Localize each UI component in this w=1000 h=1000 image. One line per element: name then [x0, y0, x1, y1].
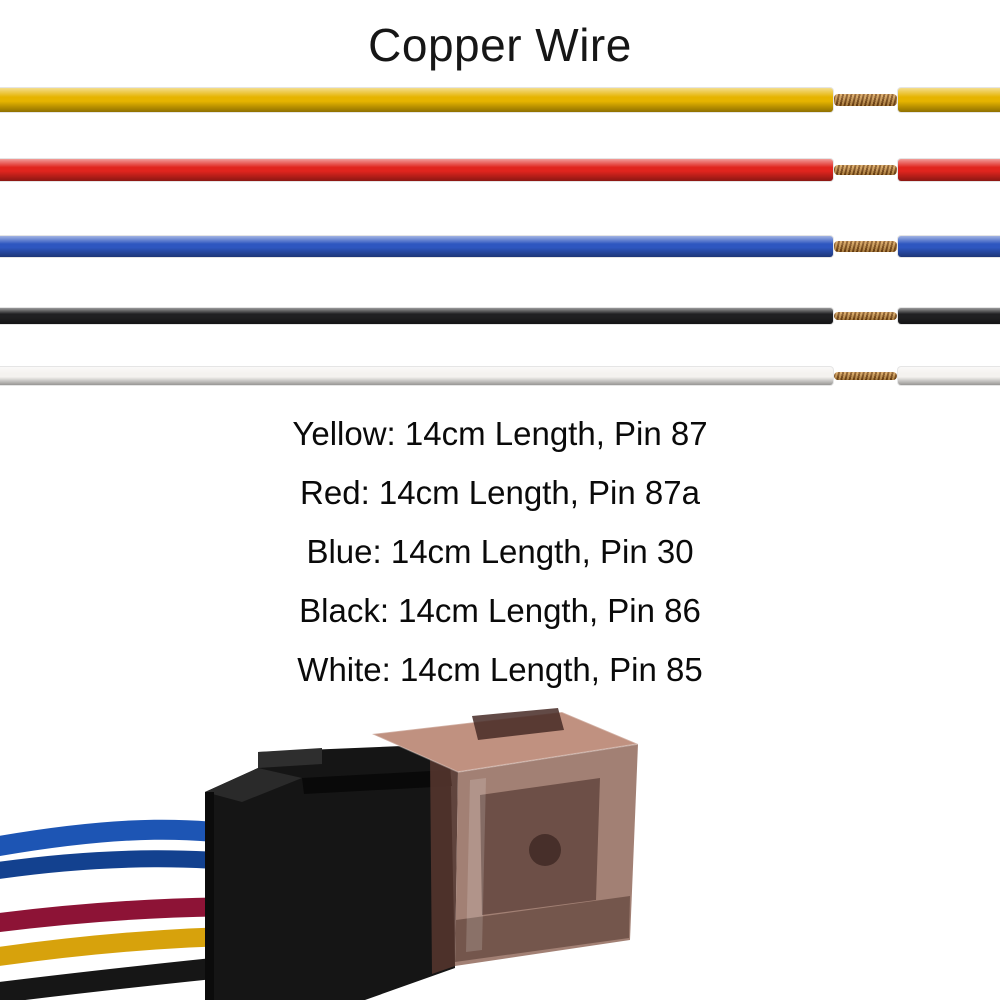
socket-slot [302, 770, 452, 794]
cover-top-tab [472, 708, 564, 740]
spec-black: Black: 14cm Length, Pin 86 [299, 592, 701, 629]
wire-yellow [0, 88, 1000, 112]
wire-spec-list: Yellow: 14cm Length, Pin 87 Red: 14cm Le… [0, 404, 1000, 699]
copper-core [834, 94, 897, 106]
socket-body [205, 744, 455, 1000]
relay-socket-photo [0, 708, 640, 1000]
insulation-right [898, 236, 1000, 257]
wire-white [0, 367, 1000, 385]
socket-left-edge [205, 792, 214, 1000]
spec-white: White: 14cm Length, Pin 85 [297, 651, 703, 688]
image-title: Copper Wire [368, 19, 632, 71]
spec-red: Red: 14cm Length, Pin 87a [300, 474, 700, 511]
insulation-right [898, 308, 1000, 324]
insulation-right [898, 367, 1000, 385]
cover-bottom-band [455, 896, 630, 962]
insulation-right [898, 88, 1000, 112]
cover-inner-mark [529, 834, 561, 866]
wire-blue [0, 236, 1000, 257]
relay-cover [369, 708, 640, 974]
copper-core [834, 164, 897, 176]
insulation-left [0, 159, 833, 181]
insulation-left [0, 236, 833, 257]
spec-blue: Blue: 14cm Length, Pin 30 [306, 533, 694, 570]
copper-core [834, 312, 897, 320]
insulation-right [898, 159, 1000, 181]
spec-yellow: Yellow: 14cm Length, Pin 87 [292, 415, 708, 452]
copper-core [834, 241, 897, 252]
insulation-left [0, 308, 833, 324]
wire-black [0, 308, 1000, 324]
socket-step [258, 748, 322, 768]
insulation-left [0, 88, 833, 112]
copper-core [834, 371, 897, 381]
wire-red [0, 159, 1000, 181]
relay-socket [205, 744, 455, 1000]
insulation-left [0, 367, 833, 385]
cover-highlight [466, 778, 486, 952]
socket-top-facet [205, 768, 302, 802]
cover-left-face [372, 734, 458, 974]
